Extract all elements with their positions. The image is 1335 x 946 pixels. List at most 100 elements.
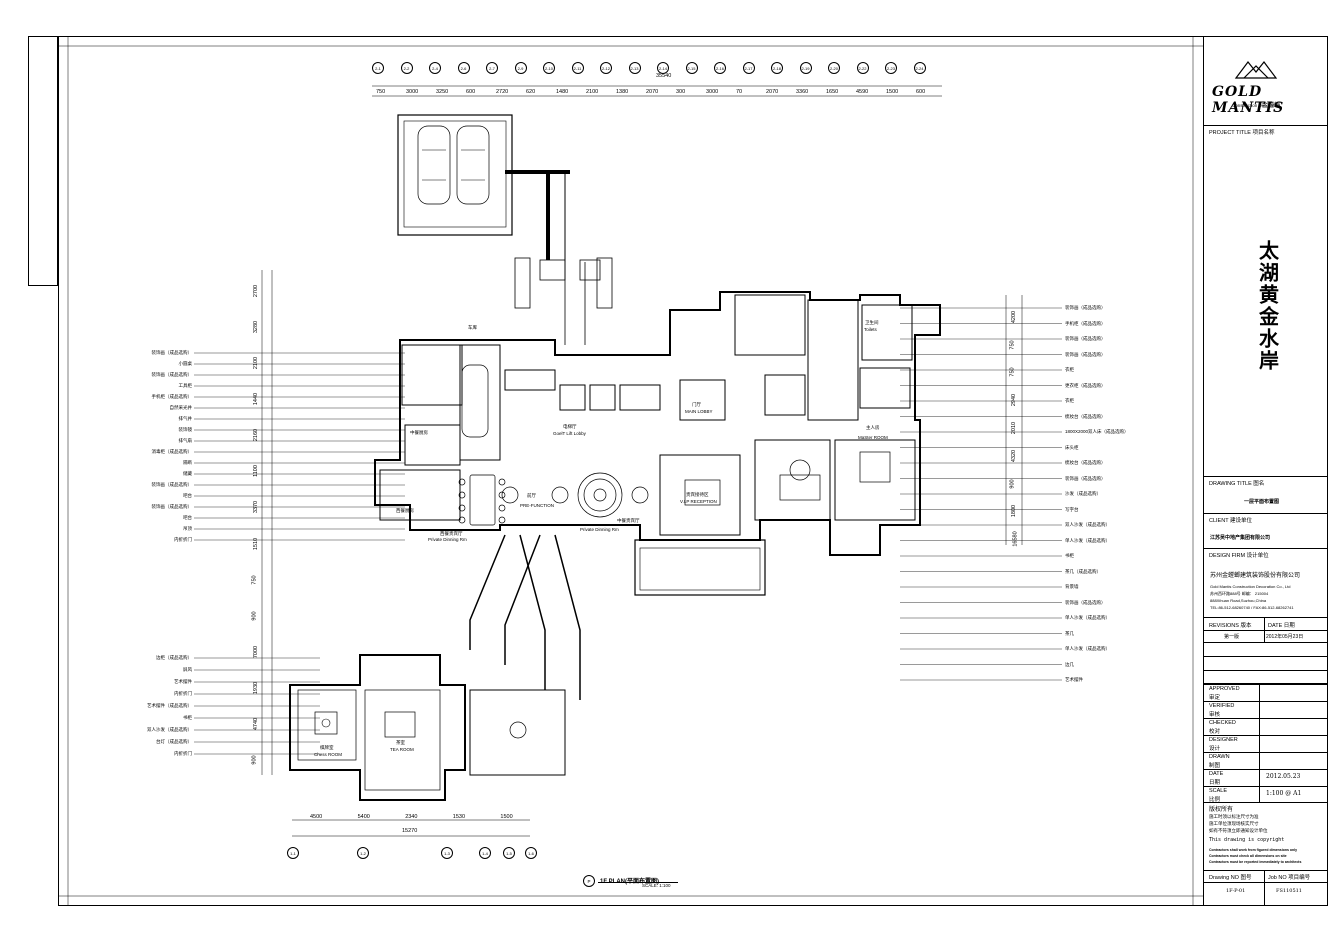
bottom-left-note-4: 艺术摆件（成品选购） xyxy=(147,703,192,708)
drawn-cn: 制图 xyxy=(1209,763,1221,769)
kitchen-mid-label: 中餐厨房 xyxy=(410,430,428,435)
top-dim-10: 300 xyxy=(676,89,686,95)
chinese-dining-en-label: Private Dinning Rm xyxy=(580,527,619,532)
scale-value: 1:100 @ A1 xyxy=(1266,790,1302,797)
top-axis-2-23: 2-23 xyxy=(885,62,897,74)
bottom-left-note-2: 艺术摆件 xyxy=(174,679,192,684)
revision-date: 2012年05月23日 xyxy=(1266,634,1304,640)
prefunction-label: 前厅 xyxy=(527,493,536,498)
copyright-note-4: This drawing is copyright xyxy=(1209,837,1285,843)
toilet-label: 卫生间 xyxy=(865,320,879,325)
left-dim-8: 750 xyxy=(251,575,258,585)
top-axis-2-4: 2-4 xyxy=(429,62,441,74)
right-note-16: 书柜 xyxy=(1065,553,1074,558)
right-note-13: 写字台 xyxy=(1065,506,1079,512)
copyright-note-3: 如有不符须立即通知设计单位 xyxy=(1209,828,1268,833)
right-note-0: 装饰画（成品选购） xyxy=(1065,305,1106,310)
top-axis-2-1: 2-1 xyxy=(372,62,384,74)
bottom-dim-2: 2340 xyxy=(405,814,418,820)
plan-scale: SCALE: 1:100 xyxy=(642,883,671,888)
contractor-note-2: Contractors must check all dimensions on… xyxy=(1209,854,1287,858)
top-axis-2-17: 2-17 xyxy=(742,62,755,74)
left-note-12: 装饰画（成品选购） xyxy=(151,482,193,487)
left-dim-3: 1440 xyxy=(253,393,260,406)
revision: 第一版 xyxy=(1224,634,1240,640)
right-dim-3: 2940 xyxy=(1011,394,1018,407)
drawing-title: 一层平面布置图 xyxy=(1244,499,1280,505)
right-note-3: 装饰画（成品选购） xyxy=(1065,351,1106,357)
right-note-11: 装饰画（成品选购） xyxy=(1065,475,1106,481)
left-note-4: 手机柜（成品选购） xyxy=(151,394,193,399)
top-dim-15: 1650 xyxy=(826,89,839,95)
right-dim-5: 4320 xyxy=(1011,449,1018,462)
lift-lobby-label: 电梯厅 xyxy=(563,424,577,429)
right-dim-1: 750 xyxy=(1009,340,1016,350)
job-no-label: Job NO 项目编号 xyxy=(1268,875,1311,881)
left-note-8: 排气扇 xyxy=(178,438,193,443)
right-dim-8: 16580 xyxy=(1012,531,1019,547)
bottom-axis-1-1: 1-1 xyxy=(287,847,299,859)
kitchen-west-label: 西餐厨房 xyxy=(396,508,414,513)
verified-cn: 审核 xyxy=(1209,712,1221,718)
date-label: DATE 日期 xyxy=(1268,623,1295,629)
firm-en: Gold Mantis Construction Decoration Co.,… xyxy=(1210,584,1291,589)
date2-label: DATE xyxy=(1209,771,1224,777)
bottom-total-dimension: 15270 xyxy=(402,828,418,834)
top-axis-2-20: 2-20 xyxy=(828,62,840,74)
right-note-22: 单人沙发（成品选购） xyxy=(1065,646,1110,651)
left-dim-9: 900 xyxy=(251,611,258,621)
left-note-14: 装饰画（成品选购） xyxy=(151,504,193,509)
bottom-axis-1-2: 1-2 xyxy=(357,847,369,859)
top-dim-1: 3000 xyxy=(406,89,419,95)
top-dim-13: 2070 xyxy=(766,89,779,95)
left-dim-4: 2160 xyxy=(253,429,260,442)
right-note-1: 手机柜（成品选购） xyxy=(1065,320,1106,326)
top-axis-2-14: 2-14 xyxy=(657,62,669,74)
left-note-3: 工具柜 xyxy=(178,383,193,388)
bottom-left-note-5: 书柜 xyxy=(183,715,192,720)
left-note-17: 内折折门 xyxy=(174,537,192,542)
right-dim-2: 750 xyxy=(1009,367,1016,378)
bottom-dim-0: 4500 xyxy=(310,814,323,820)
bottom-dim-1: 5400 xyxy=(357,814,370,820)
top-dim-12: 70 xyxy=(736,89,743,95)
left-note-5: 自然采光井 xyxy=(169,405,193,410)
top-dim-7: 2100 xyxy=(586,89,599,95)
chess-label: 棋牌室 xyxy=(320,745,334,750)
top-axis-2-19: 2-19 xyxy=(799,62,812,74)
firm-addr-cn: 苏州西环路888号 邮编： 215004 xyxy=(1210,591,1269,596)
date2-cn: 日期 xyxy=(1209,780,1221,786)
bottom-left-note-3: 内折折门 xyxy=(174,691,192,696)
top-dim-9: 2070 xyxy=(646,89,659,95)
left-note-6: 排气井 xyxy=(178,416,193,421)
project-name: 太湖黄金水岸 xyxy=(1255,240,1280,372)
toilet-en-label: Toilets xyxy=(864,327,877,332)
left-dim-12: 4740 xyxy=(253,717,260,731)
top-dim-2: 3250 xyxy=(436,89,449,95)
top-axis-2-10: 2-10 xyxy=(543,62,555,74)
left-note-0: 装饰画（成品选购） xyxy=(151,350,193,355)
job-no: FS110511 xyxy=(1276,888,1302,894)
right-note-14: 双人沙发（成品选购） xyxy=(1065,522,1110,527)
left-note-13: 吧台 xyxy=(183,493,192,498)
client-label: CLIENT 建设单位 xyxy=(1209,518,1252,524)
bottom-axis-1-6: 1-6 xyxy=(525,847,537,859)
client-name: 江苏吴中地产集团有限公司 xyxy=(1210,535,1271,541)
right-dim-0: 4200 xyxy=(1011,310,1018,323)
left-dim-6: 3370 xyxy=(253,501,260,514)
top-dim-11: 3000 xyxy=(706,89,719,95)
top-axis-2-9: 2-9 xyxy=(514,62,527,74)
top-axis-2-12: 2-12 xyxy=(600,62,612,74)
top-axis-2-15: 2-15 xyxy=(685,62,698,74)
right-note-9: 床头柜 xyxy=(1065,444,1079,450)
left-dim-13: 900 xyxy=(251,755,258,765)
top-dim-17: 1500 xyxy=(886,89,899,95)
drawing-frame xyxy=(58,36,1328,906)
chess-en-label: Chess ROOM xyxy=(314,752,343,757)
top-dim-18: 600 xyxy=(916,89,926,95)
top-dim-8: 1380 xyxy=(616,89,629,95)
contractor-note-3: Contractors must be reported immediately… xyxy=(1209,860,1302,864)
bottom-left-note-8: 内折折门 xyxy=(174,751,192,756)
scale-label: SCALE xyxy=(1209,788,1228,794)
